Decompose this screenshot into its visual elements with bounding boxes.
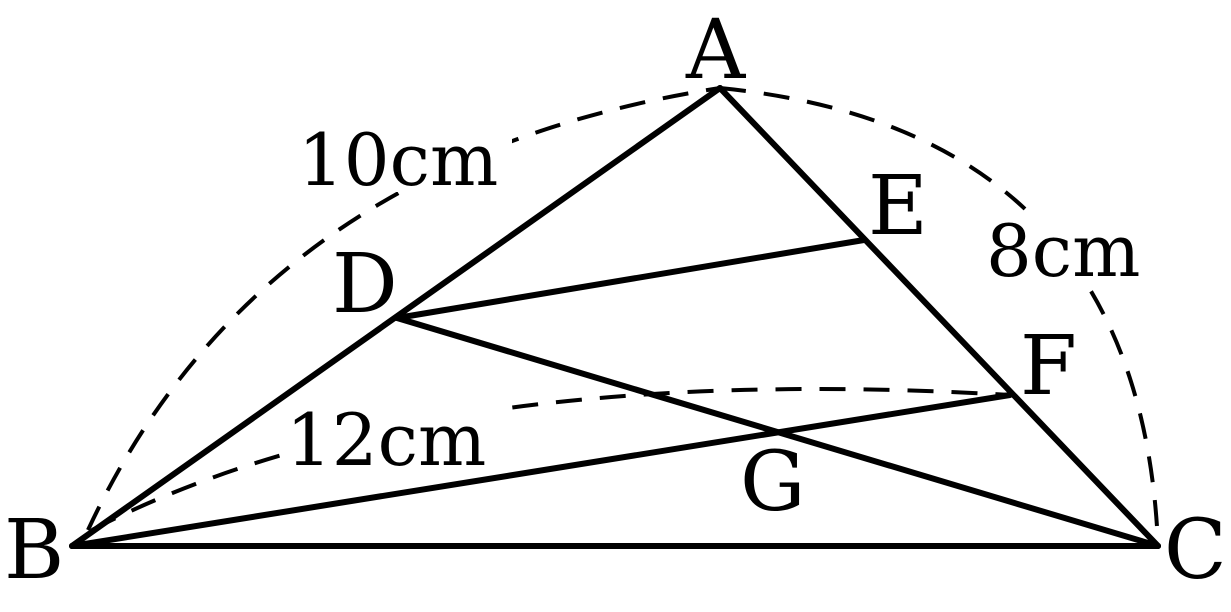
segment-bf — [69, 392, 1013, 549]
label-bg-bf — [282, 404, 498, 474]
measure-bf: 12cm — [286, 398, 486, 482]
segment-de — [394, 237, 867, 321]
measure-ab: 10cm — [298, 118, 498, 202]
label-point-b: B — [4, 503, 64, 598]
segment-ac — [717, 85, 1161, 549]
label-point-e: E — [868, 159, 928, 254]
label-point-c: C — [1164, 503, 1227, 598]
label-point-f: F — [1020, 319, 1077, 414]
label-point-d: D — [332, 237, 398, 332]
label-bg-ac — [982, 212, 1158, 284]
arc-ab — [86, 86, 721, 531]
label-point-g: G — [740, 435, 806, 530]
label-bg-ab — [292, 120, 512, 192]
measure-ac: 8cm — [986, 209, 1140, 293]
label-point-a: A — [685, 3, 747, 98]
